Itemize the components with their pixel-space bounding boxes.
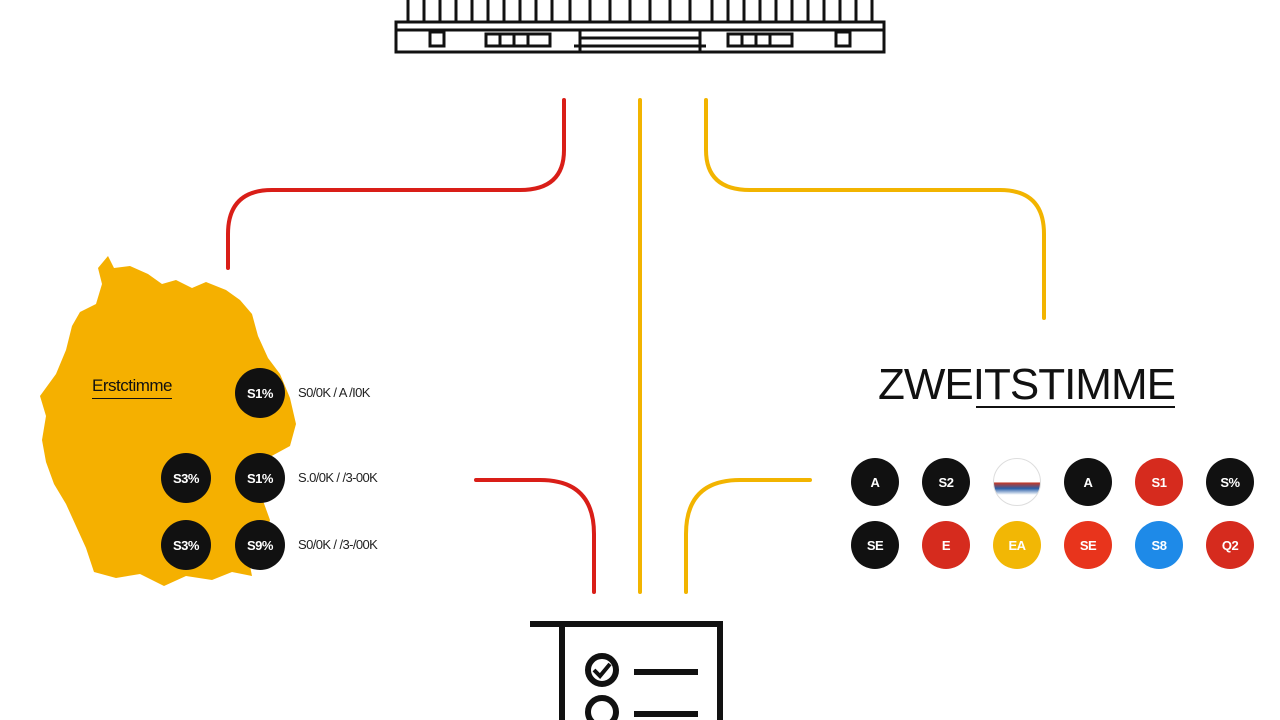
- party-circle-text: Q2: [1221, 537, 1239, 553]
- party-circle: SE: [851, 521, 899, 569]
- erst-circle-text: S9%: [247, 537, 273, 553]
- party-circle-text: A: [1083, 474, 1093, 490]
- erst-circle: S3%: [161, 453, 211, 503]
- germany-map-icon: [40, 256, 296, 586]
- party-circle: SE: [1064, 521, 1112, 569]
- party-circle-text: SE: [1079, 537, 1097, 553]
- party-circle-text: A: [870, 474, 880, 490]
- erst-circle-text: S3%: [173, 537, 199, 553]
- party-circle-text: SE: [866, 537, 884, 553]
- party-circle: A: [1064, 458, 1112, 506]
- red-connector-top: [226, 98, 566, 270]
- party-circle: [993, 458, 1041, 506]
- gold-connector-top-right: [704, 98, 1046, 320]
- erst-circle: S9%: [235, 520, 285, 570]
- erst-row-text: S.0/0K / /3-00K: [298, 470, 378, 485]
- party-circle-text: S%: [1220, 474, 1240, 490]
- erst-circle: S3%: [161, 520, 211, 570]
- erst-circle: S1%: [235, 453, 285, 503]
- party-circle: S2: [922, 458, 970, 506]
- erst-circle-text: S1%: [247, 470, 273, 486]
- party-circle: E: [922, 521, 970, 569]
- party-circle: Q2: [1206, 521, 1254, 569]
- erst-circle-text: S1%: [247, 385, 273, 401]
- erststimme-label: Erstctimme: [92, 376, 173, 399]
- erst-circle-text: S3%: [173, 470, 199, 486]
- red-connector-bottom: [474, 478, 596, 594]
- party-circle-text: S8: [1151, 537, 1167, 553]
- party-circle: S1: [1135, 458, 1183, 506]
- party-circle: EA: [993, 521, 1041, 569]
- gold-connector-bottom: [684, 478, 812, 594]
- party-circle: A: [851, 458, 899, 506]
- erst-row-text: S0/0K / A /I0K: [298, 385, 370, 400]
- parliament-building-icon: [394, 0, 886, 54]
- party-circle-text: E: [941, 537, 951, 553]
- party-circle-text: S2: [938, 474, 954, 490]
- party-circle: S%: [1206, 458, 1254, 506]
- ballot-icon: [530, 621, 723, 720]
- connector-lines: [226, 98, 1046, 594]
- erst-circle: S1%: [235, 368, 285, 418]
- party-circle: S8: [1135, 521, 1183, 569]
- party-circle-text: EA: [1008, 537, 1026, 553]
- party-circle-text: S1: [1151, 474, 1167, 490]
- erst-row-text: S0/0K / /3-/00K: [298, 537, 378, 552]
- zweitstimme-label: ZWEITSTIMME: [878, 360, 1176, 409]
